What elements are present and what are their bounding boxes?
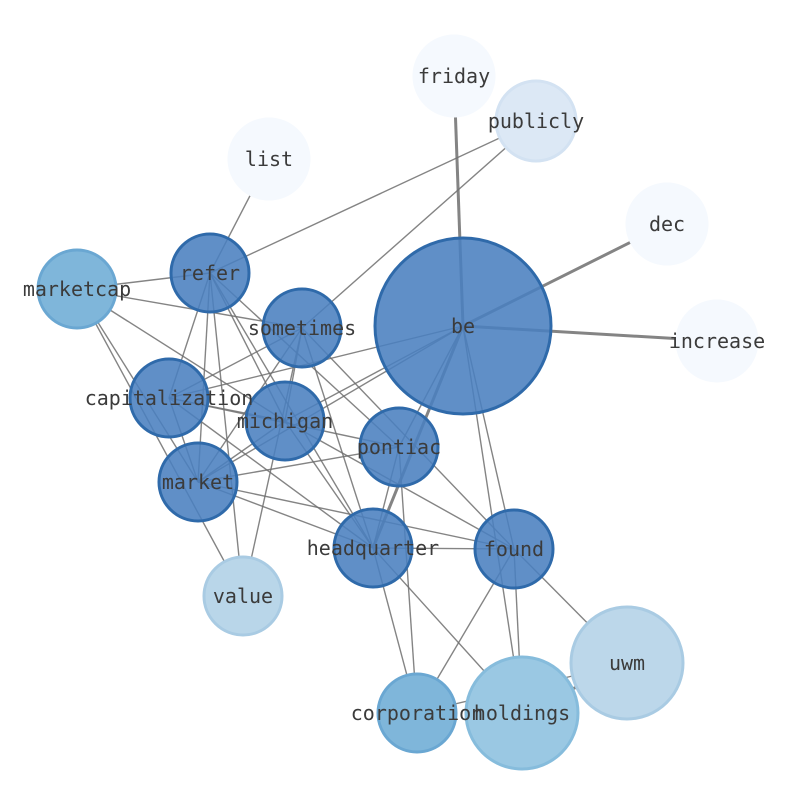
edge-sometimes-value [242,327,303,597]
edge-marketcap-michigan [76,288,286,422]
label-layer: be friday publicly list dec increase refer mark… [23,64,765,725]
node-label-capitalization: capitalization [85,386,254,410]
node-label-sometimes: sometimes [248,316,356,340]
node-friday [412,34,496,118]
node-label-uwm: uwm [609,651,645,675]
node-uwm [569,605,685,721]
node-increase [675,299,759,383]
node-label-value: value [213,584,273,608]
node-headquarter [332,507,414,589]
node-label-list: list [245,147,293,171]
node-label-dec: dec [649,212,685,236]
node-label-michigan: michigan [237,409,333,433]
edge-publicly-sometimes [301,120,537,329]
edge-pontiac-corporation [398,446,418,714]
node-be [373,236,553,416]
node-sometimes [261,287,343,369]
node-label-headquarter: headquarter [307,536,439,560]
edge-capitalization-headquarter [168,397,374,549]
node-label-friday: friday [418,64,490,88]
node-value [202,555,284,637]
node-publicly [494,79,578,163]
edge-refer-value [209,272,244,597]
node-label-holdings: holdings [474,701,570,725]
node-found [473,508,555,590]
node-dec [625,182,709,266]
node-label-market: market [162,470,234,494]
node-layer [36,34,759,771]
node-label-found: found [484,537,544,561]
node-michigan [244,380,326,462]
edge-publicly-refer [209,120,537,274]
node-label-publicly: publicly [488,109,584,133]
node-list [227,117,311,201]
edge-marketcap-value [76,288,244,597]
node-market [157,441,239,523]
node-capitalization [128,357,210,439]
node-refer [169,232,251,314]
node-label-refer: refer [180,261,240,285]
node-label-be: be [451,314,475,338]
node-label-pontiac: pontiac [357,435,441,459]
node-corporation [376,672,458,754]
node-holdings [464,655,580,771]
node-marketcap [36,248,118,330]
node-label-increase: increase [669,329,765,353]
node-label-corporation: corporation [351,701,483,725]
node-pontiac [358,406,440,488]
node-label-marketcap: marketcap [23,277,131,301]
